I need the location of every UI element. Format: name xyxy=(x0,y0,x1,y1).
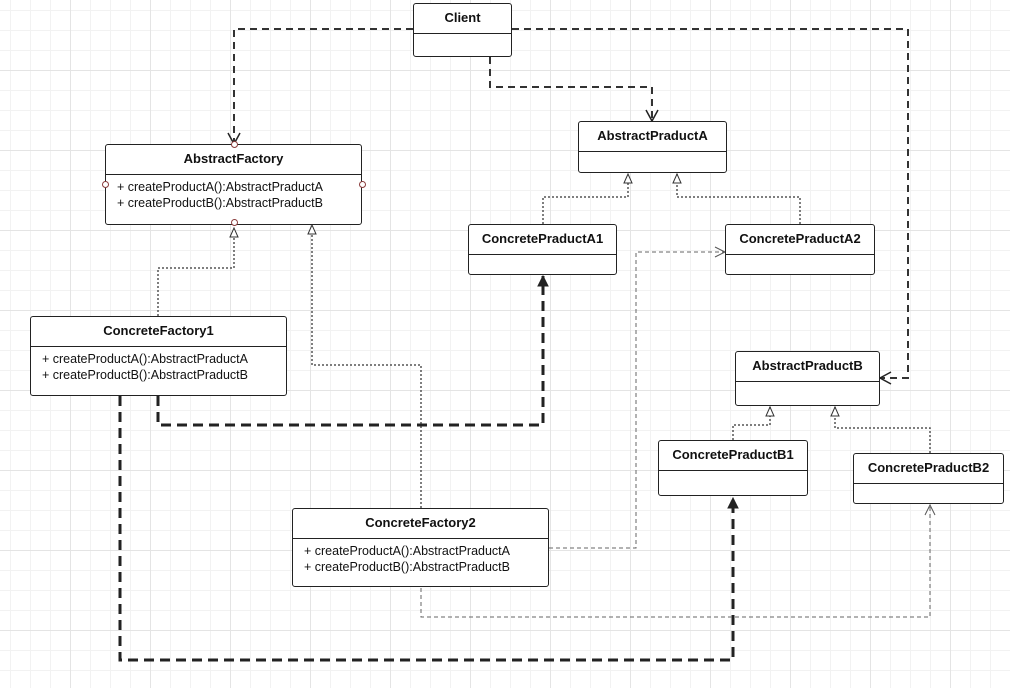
operations-compartment: + createProductA():AbstractPraductA + cr… xyxy=(106,175,361,211)
connection-port-icon xyxy=(231,219,238,226)
link-b2-abstractproductb xyxy=(830,405,931,453)
class-abstract-product-b[interactable]: AbstractPraductB xyxy=(735,351,880,406)
class-name: ConcretePraductB2 xyxy=(854,454,1003,484)
link-b1-abstractproductb xyxy=(732,405,775,440)
link-client-abstractproductb xyxy=(512,28,909,385)
class-concrete-product-a2[interactable]: ConcretePraductA2 xyxy=(725,224,875,275)
operation-create-product-a: + createProductA():AbstractPraductA xyxy=(304,544,510,558)
class-name: ConcretePraductB1 xyxy=(659,441,807,471)
link-a1-abstractproducta xyxy=(542,172,633,224)
connection-port-icon xyxy=(102,181,109,188)
class-name: ConcreteFactory1 xyxy=(31,317,286,347)
class-client[interactable]: Client xyxy=(413,3,512,57)
link-client-abstractproducta xyxy=(489,57,659,123)
connection-port-icon xyxy=(359,181,366,188)
class-name: ConcreteFactory2 xyxy=(293,509,548,539)
class-name: AbstractPraductB xyxy=(736,352,879,382)
class-name: AbstractPraductA xyxy=(579,122,726,152)
operation-create-product-a: + createProductA():AbstractPraductA xyxy=(42,352,248,366)
class-concrete-factory1[interactable]: ConcreteFactory1 + createProductA():Abst… xyxy=(30,316,287,396)
class-name: ConcretePraductA2 xyxy=(726,225,874,255)
operations-compartment: + createProductA():AbstractPraductA + cr… xyxy=(31,347,286,383)
link-factory2-a2 xyxy=(549,246,727,549)
operations-compartment: + createProductA():AbstractPraductA + cr… xyxy=(293,539,548,575)
class-concrete-product-b1[interactable]: ConcretePraductB1 xyxy=(658,440,808,496)
class-abstract-factory[interactable]: AbstractFactory + createProductA():Abstr… xyxy=(102,141,366,226)
link-factory2-abstractfactory xyxy=(307,223,422,508)
link-client-abstractfactory xyxy=(227,28,413,146)
class-concrete-factory2[interactable]: ConcreteFactory2 + createProductA():Abst… xyxy=(292,508,549,587)
operation-create-product-b: + createProductB():AbstractPraductB xyxy=(304,560,510,574)
operation-create-product-b: + createProductB():AbstractPraductB xyxy=(117,196,323,210)
operation-create-product-a: + createProductA():AbstractPraductA xyxy=(117,180,323,194)
class-name: AbstractFactory xyxy=(106,145,361,175)
operation-create-product-b: + createProductB():AbstractPraductB xyxy=(42,368,248,382)
class-concrete-product-b2[interactable]: ConcretePraductB2 xyxy=(853,453,1004,504)
class-name: Client xyxy=(414,4,511,34)
class-name: ConcretePraductA1 xyxy=(469,225,616,255)
connection-port-icon xyxy=(231,141,238,148)
class-abstract-product-a[interactable]: AbstractPraductA xyxy=(578,121,727,173)
link-a2-abstractproducta xyxy=(672,172,801,224)
class-concrete-product-a1[interactable]: ConcretePraductA1 xyxy=(468,224,617,275)
link-factory1-abstractfactory xyxy=(157,226,239,316)
